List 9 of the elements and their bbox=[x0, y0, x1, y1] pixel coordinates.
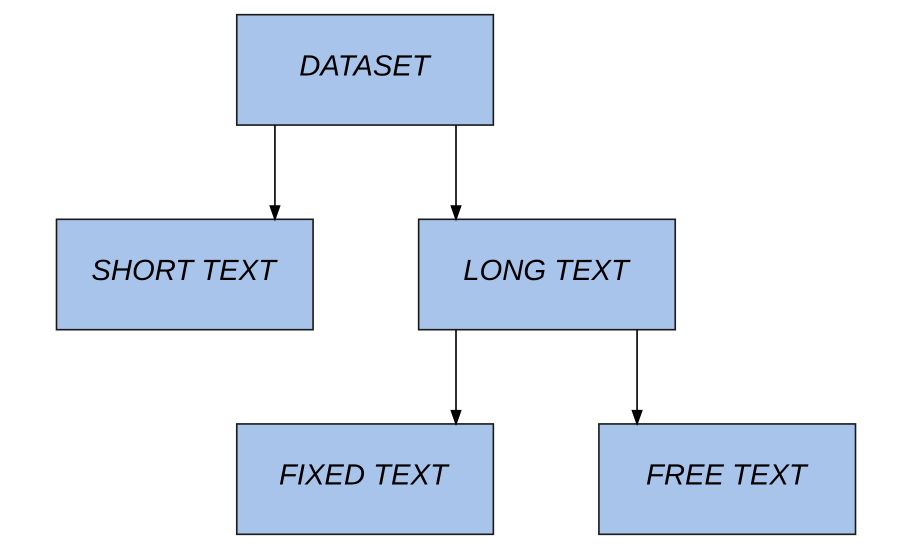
node-box: FIXED TEXT bbox=[236, 423, 494, 536]
node-box: DATASET bbox=[236, 14, 494, 126]
node-box: FREE TEXT bbox=[598, 423, 856, 536]
arrow bbox=[450, 330, 462, 426]
arrow bbox=[450, 125, 462, 222]
arrow bbox=[269, 125, 281, 222]
node-box: SHORT TEXT bbox=[56, 218, 314, 331]
node-box: LONG TEXT bbox=[418, 218, 676, 331]
arrow bbox=[631, 330, 643, 426]
